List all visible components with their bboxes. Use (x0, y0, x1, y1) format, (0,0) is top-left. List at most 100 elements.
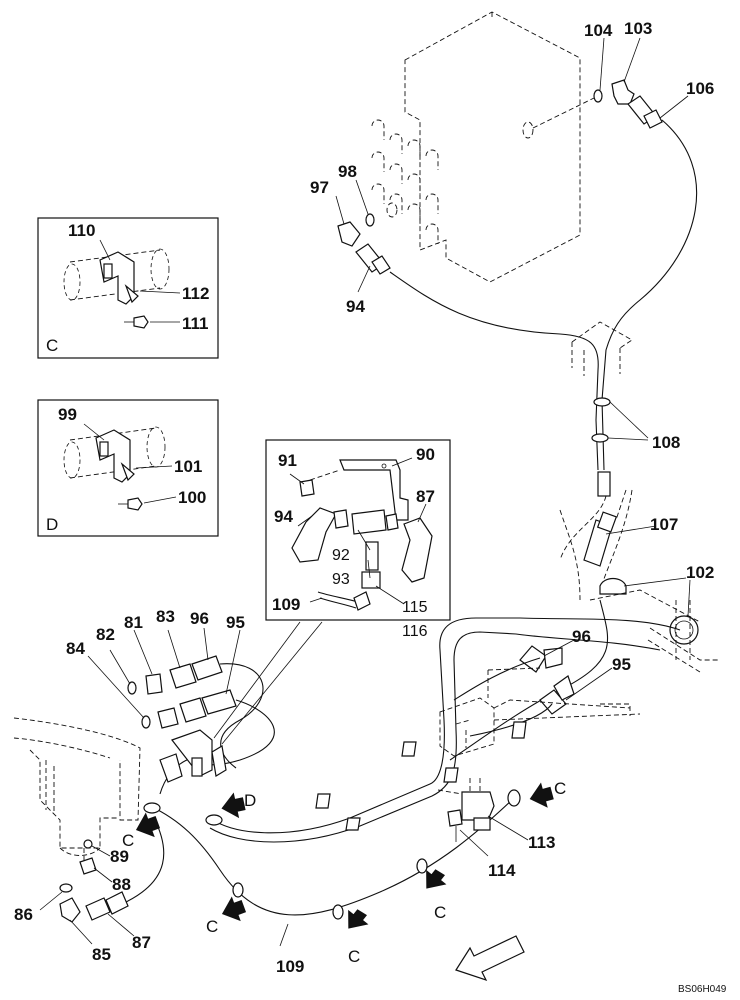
label-98: 98 (338, 162, 357, 181)
label-109-lower: 109 (276, 957, 304, 976)
hose-upper-route-a (207, 617, 681, 834)
label-86: 86 (14, 905, 33, 924)
leader-84 (87, 655, 145, 719)
leader-95-right (565, 667, 613, 701)
leader-102b (687, 579, 691, 617)
label-110: 110 (68, 221, 95, 240)
view-arrow-c-bottom-c: C (426, 869, 447, 922)
label-84: 84 (66, 639, 85, 658)
inset-d-frame (37, 399, 219, 537)
leader-108a (609, 401, 649, 439)
leader-90 (391, 457, 413, 467)
label-96: 96 (190, 609, 209, 628)
fitting-103-104-106: 104 103 106 (584, 19, 714, 129)
leader-86 (39, 891, 63, 911)
clamp-d (205, 814, 223, 826)
leader-96 (203, 627, 209, 661)
clamp-102a (599, 577, 627, 595)
label-88: 88 (112, 875, 131, 894)
lower-left-fittings: 89 88 86 85 87 (14, 839, 151, 964)
view-arrow-c-right-letter: C (554, 779, 566, 798)
fitting-115 (361, 571, 381, 589)
hose-junction-route (449, 599, 608, 761)
clamp-c-left (143, 802, 161, 814)
label-113: 113 (528, 833, 555, 852)
clamp-d-drawing (63, 426, 166, 511)
band-108a (593, 397, 611, 407)
view-arrows: D C C C C C (122, 779, 566, 966)
leader-109-lower (279, 923, 289, 947)
view-arrow-d: D (221, 791, 256, 819)
label-112: 112 (182, 284, 209, 303)
leader-102a (623, 577, 687, 587)
label-101: 101 (174, 457, 202, 476)
leader-85 (69, 919, 93, 945)
label-104: 104 (584, 21, 613, 40)
control-valve (371, 11, 595, 283)
label-97: 97 (310, 178, 329, 197)
leader-110 (99, 239, 111, 261)
detail-callout-line-b (221, 621, 323, 745)
plug-88 (79, 857, 97, 875)
leader-97 (335, 195, 345, 225)
leader-98 (355, 179, 369, 215)
hose-end-87-lower (85, 897, 111, 921)
label-99: 99 (58, 405, 77, 424)
label-89: 89 (110, 847, 129, 866)
hose-end-87 (401, 517, 433, 583)
shuttle-valve-assembly (159, 729, 227, 783)
leader-94 (357, 265, 371, 293)
view-arrow-c-bottom-c-letter: C (434, 903, 446, 922)
label-115: 115 (402, 599, 428, 616)
leader-93 (367, 559, 371, 579)
inset-c-view-letter: C (46, 336, 58, 355)
label-107: 107 (650, 515, 678, 534)
leader-87-detail (417, 503, 427, 523)
upper-hoses: 108 (389, 119, 698, 471)
leader-92 (357, 529, 371, 551)
junction-107: 107 (559, 471, 678, 601)
view-arrow-c-bottom-a-letter: C (206, 917, 218, 936)
leader-107 (605, 525, 657, 535)
label-114: 114 (488, 861, 516, 880)
direction-arrow (455, 935, 525, 982)
inset-c-frame (37, 217, 219, 359)
fitting-97-98-94: 98 97 94 (310, 162, 391, 316)
leader-94-detail (297, 515, 313, 527)
o-ring-98 (365, 213, 375, 227)
hose-109-detail (317, 591, 359, 609)
label-95: 95 (226, 613, 245, 632)
clamp-c-right (507, 789, 521, 807)
leader-81 (133, 629, 153, 675)
label-102: 102 (686, 563, 714, 582)
hose-end-94 (291, 507, 337, 563)
view-arrow-d-letter: D (244, 791, 256, 810)
view-arrow-c-right: C (529, 779, 566, 808)
leader-104 (599, 37, 605, 91)
leader-83 (167, 629, 181, 669)
label-81: 81 (124, 613, 143, 632)
label-90: 90 (416, 445, 435, 464)
valve-spool-stubs (371, 119, 439, 244)
leader-88 (93, 867, 113, 883)
drawing-reference: BS06H049 (678, 984, 727, 995)
leader-100 (143, 496, 177, 504)
label-111: 111 (182, 314, 209, 333)
leader-113 (487, 815, 529, 841)
label-87-detail: 87 (416, 487, 435, 506)
label-94-detail: 94 (274, 507, 293, 526)
leader-89 (91, 845, 111, 857)
adapter-81 (145, 673, 163, 695)
hose-95 (201, 689, 237, 715)
view-arrow-c-bottom-a: C (206, 896, 247, 936)
elbow-97 (337, 221, 361, 247)
bolt-114 (447, 809, 463, 827)
elbow-103 (611, 79, 635, 105)
o-ring-89 (83, 839, 93, 849)
leader-108b (607, 437, 649, 441)
label-92: 92 (332, 547, 350, 564)
clamp-c-mid-b (332, 904, 344, 920)
leader-114 (459, 829, 489, 857)
o-ring-104 (593, 89, 603, 103)
